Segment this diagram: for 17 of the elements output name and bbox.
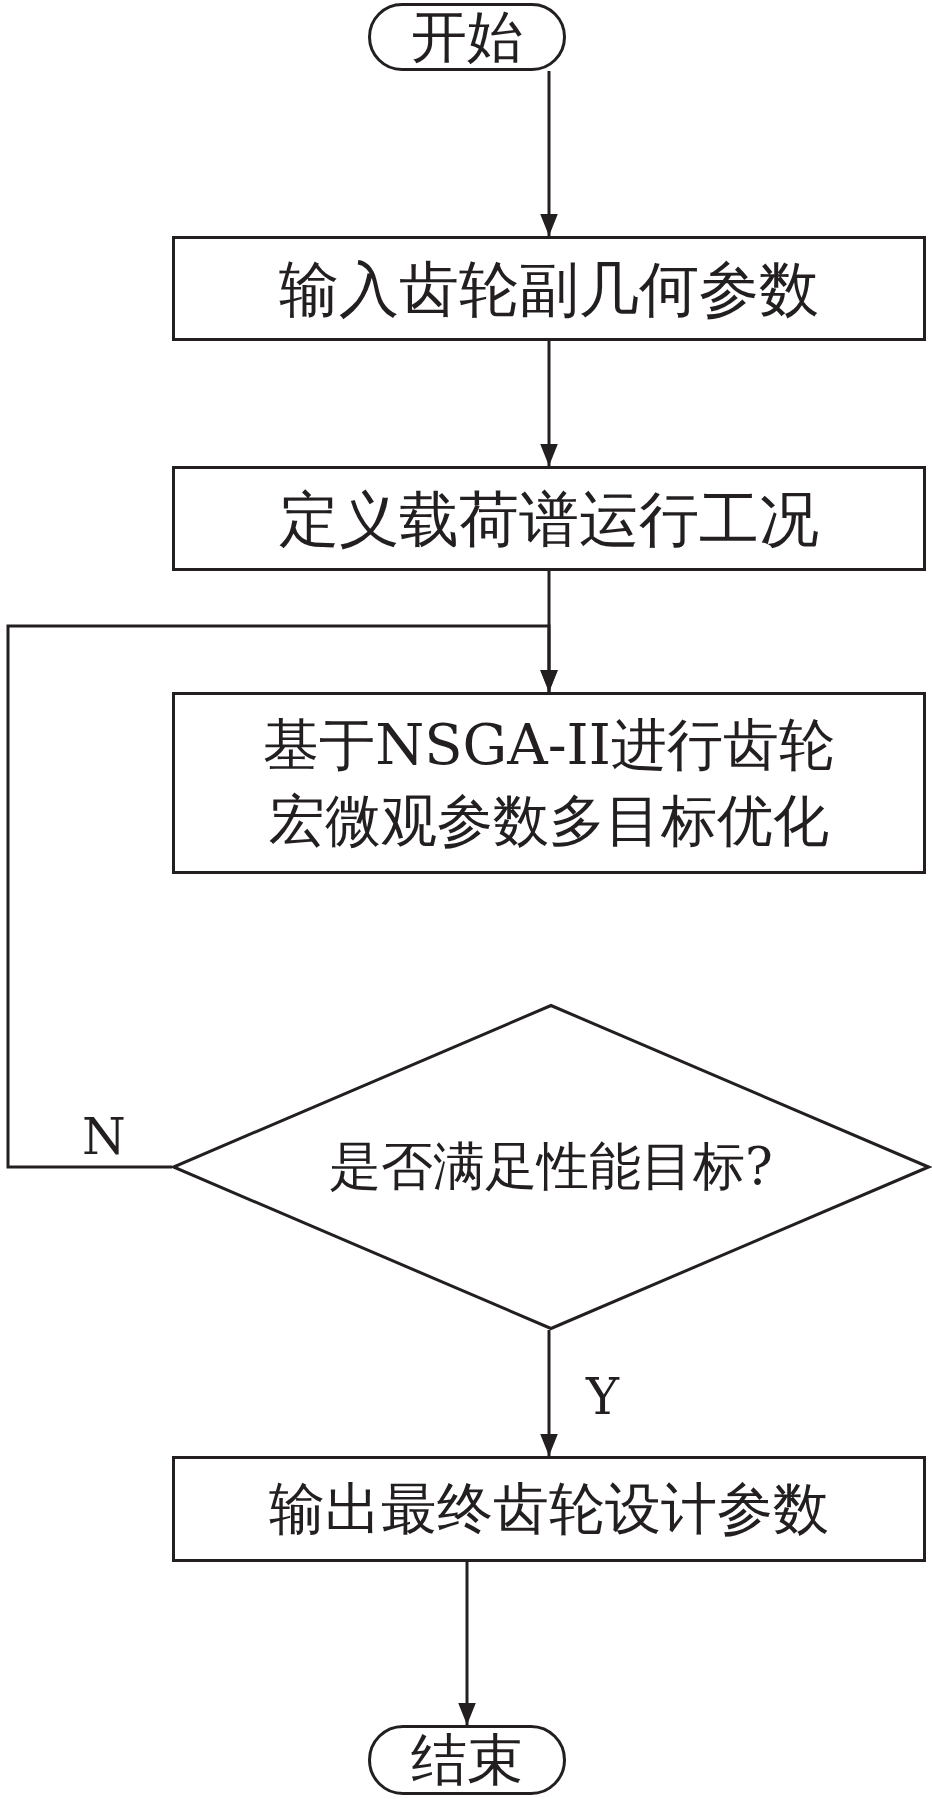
decision-diamond (172, 1004, 930, 1330)
node-label: 是否满足性能目标? (329, 1135, 773, 1199)
node-label: 结束 (411, 1725, 523, 1794)
arrow (540, 71, 558, 236)
process-box (172, 1456, 926, 1562)
process-box (172, 466, 926, 571)
process-box (172, 692, 926, 874)
arrow (540, 341, 558, 466)
process-box (172, 236, 926, 341)
arrow (540, 1330, 558, 1456)
node-label: 定义载荷谱运行工况 (279, 482, 819, 556)
node-label: 基于NSGA-II进行齿轮宏微观参数多目标优化 (262, 711, 836, 855)
arrow (458, 1562, 476, 1725)
node-label: 开始 (411, 2, 523, 71)
arrow (6, 624, 558, 1169)
node-label: 输出最终齿轮设计参数 (269, 1474, 829, 1543)
node-label: 输入齿轮副几何参数 (279, 252, 819, 326)
